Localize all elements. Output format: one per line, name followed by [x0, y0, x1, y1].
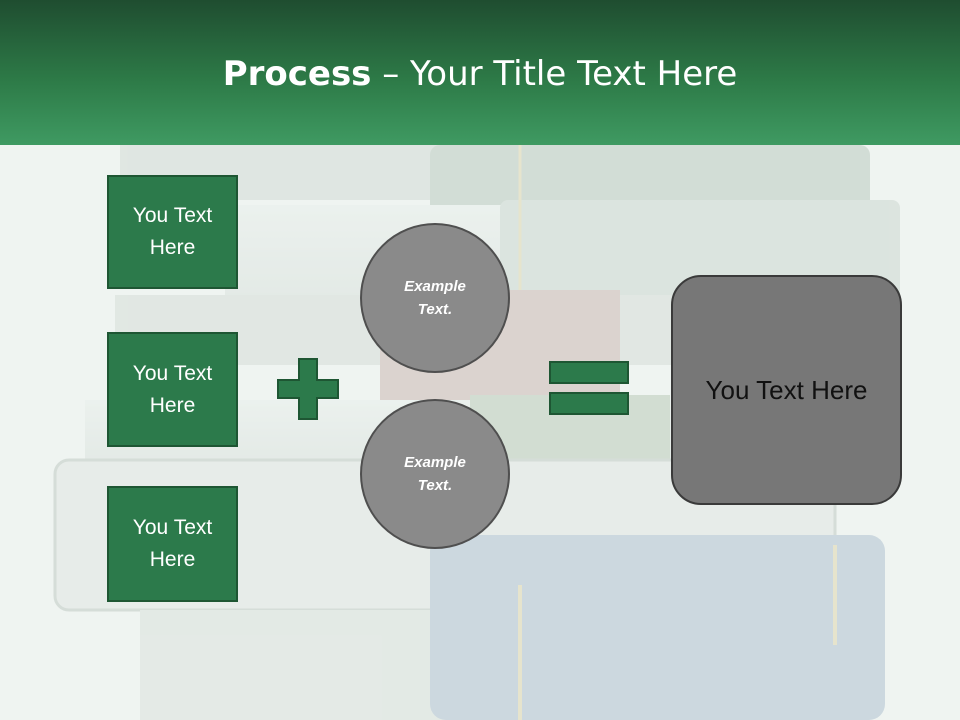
text-box-1-label: You Text Here	[132, 204, 213, 259]
example-circle-1: Example Text.	[360, 223, 510, 373]
plus-icon	[277, 358, 339, 420]
slide-title: Process – Your Title Text Here	[0, 52, 960, 96]
title-bold: Process	[222, 54, 372, 94]
text-box-1: You Text Here	[107, 175, 238, 289]
result-box-label: You Text Here	[705, 374, 868, 405]
text-box-3: You Text Here	[107, 486, 238, 602]
title-rest: – Your Title Text Here	[371, 54, 738, 94]
equals-icon	[549, 361, 629, 415]
text-box-2-label: You Text Here	[132, 361, 213, 417]
example-circle-2: Example Text.	[360, 399, 510, 549]
example-circle-2-label: Example Text.	[404, 454, 466, 494]
text-box-3-label: You Text Here	[132, 516, 213, 571]
title-banner	[0, 0, 960, 145]
example-circle-1-label: Example Text.	[404, 278, 466, 318]
text-box-2: You Text Here	[107, 332, 238, 447]
result-box: You Text Here	[671, 275, 902, 505]
